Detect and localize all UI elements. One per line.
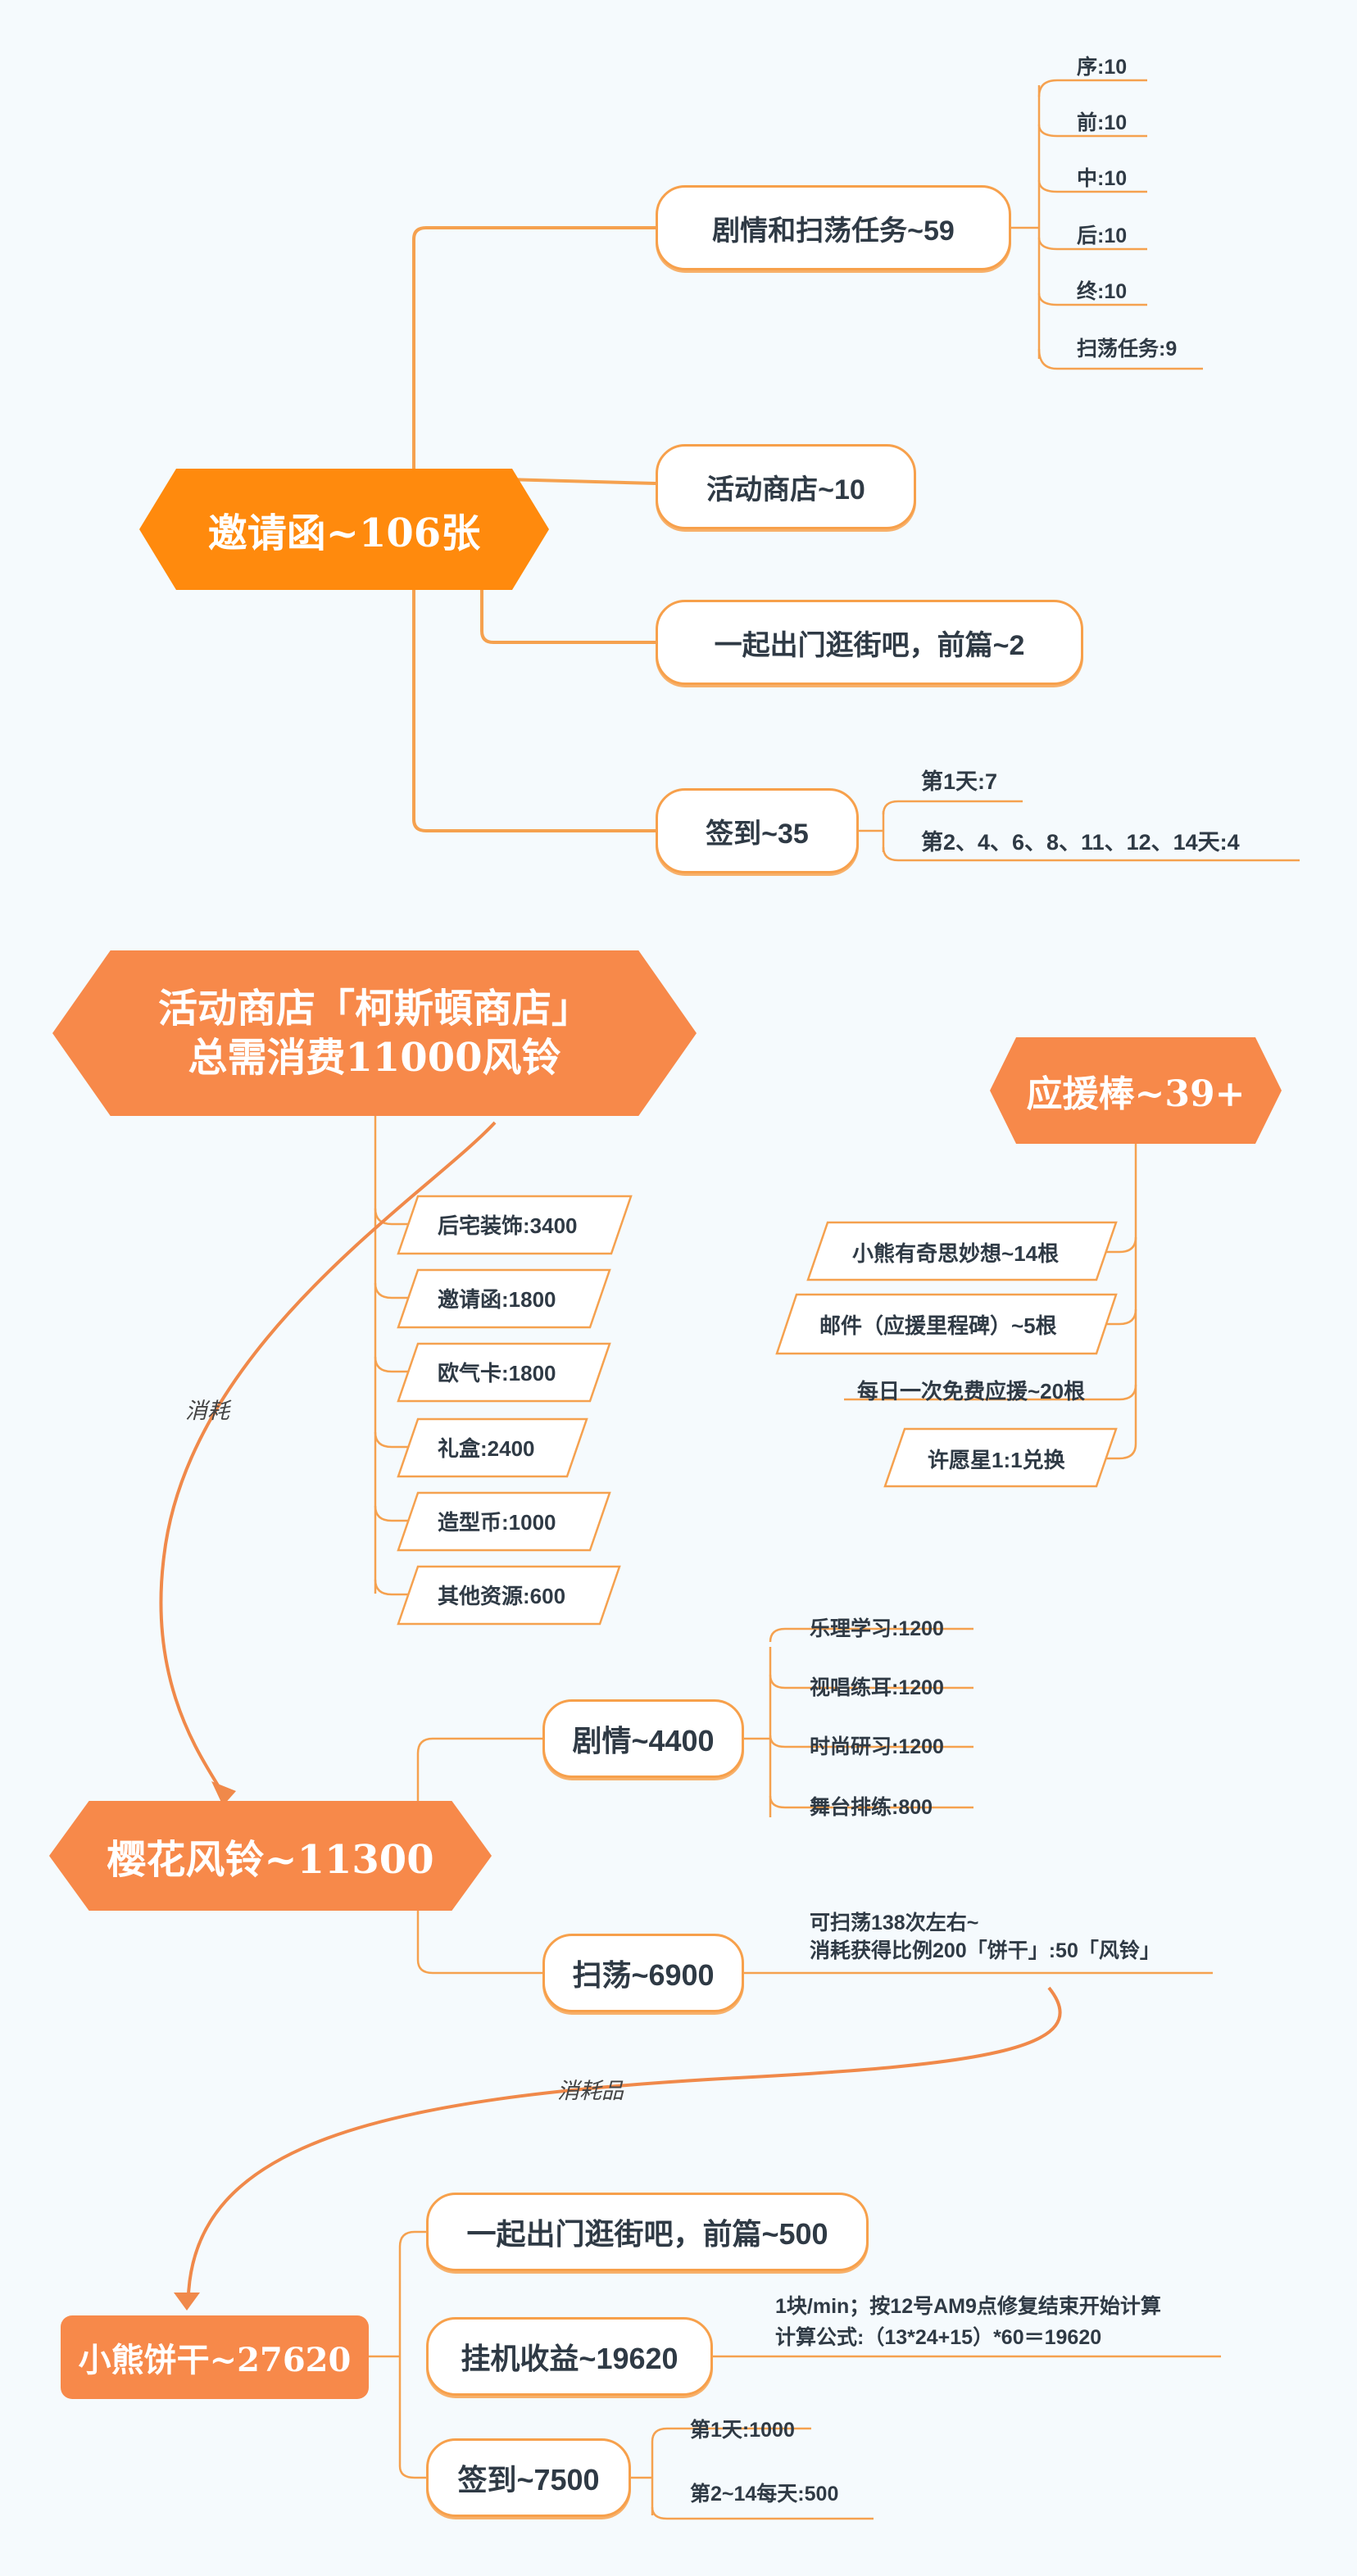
- bells-story-leaf: 时尚研习:1200: [810, 1735, 944, 1758]
- branch-signin[interactable]: 签到~35: [656, 788, 859, 873]
- idle-note-line2: 计算公式:（13*24+15）*60＝19620: [775, 2326, 1102, 2349]
- story-leaf: 终:10: [1077, 280, 1128, 303]
- shop-root-line1: 活动商店「柯斯頓商店」: [157, 986, 591, 1032]
- biscuits-signin-leaf: 第1天:1000: [690, 2419, 795, 2442]
- biscuits-idle-node[interactable]: 挂机收益~19620: [426, 2317, 713, 2396]
- signin-leaf: 第1天:7: [921, 769, 998, 794]
- story-leaf: 中:10: [1077, 167, 1128, 190]
- story-leaf: 序:10: [1077, 56, 1128, 79]
- sweep-note-line1: 可扫荡138次左右~: [810, 1912, 979, 1934]
- shop-item: 后宅装饰:3400: [438, 1213, 578, 1238]
- sweep-note: 可扫荡138次左右~ 消耗获得比例200「饼干」:50「风铃」: [810, 1909, 1160, 1965]
- bells-story-node[interactable]: 剧情~4400: [542, 1699, 744, 1778]
- story-leaf: 扫荡任务:9: [1077, 338, 1178, 361]
- invites-root-node[interactable]: 邀请函~106张: [139, 469, 549, 590]
- shop-item: 造型币:1000: [438, 1510, 556, 1535]
- idle-note: 1块/min；按12号AM9点修复结束开始计算 计算公式:（13*24+15）*…: [775, 2291, 1161, 2353]
- branch-story-sweep[interactable]: 剧情和扫荡任务~59: [656, 185, 1011, 270]
- cheer-item: 邮件（应援里程碑）~5根: [819, 1313, 1057, 1338]
- bells-root-node[interactable]: 樱花风铃~11300: [49, 1801, 492, 1911]
- shop-item: 其他资源:600: [438, 1584, 566, 1608]
- idle-note-line1: 1块/min；按12号AM9点修复结束开始计算: [775, 2295, 1161, 2318]
- cheer-item: 每日一次免费应援~20根: [857, 1379, 1086, 1404]
- branch-outing[interactable]: 一起出门逛街吧，前篇~2: [656, 600, 1083, 685]
- biscuits-signin-leaf: 第2~14每天:500: [690, 2483, 839, 2506]
- shop-item: 礼盒:2400: [438, 1436, 535, 1461]
- shop-root-node[interactable]: 活动商店「柯斯頓商店」 总需消费11000风铃: [52, 950, 697, 1116]
- story-leaf: 后:10: [1077, 224, 1128, 247]
- shop-root-line2: 总需消费11000风铃: [188, 1035, 561, 1081]
- biscuits-root-node[interactable]: 小熊饼干~27620: [61, 2315, 369, 2399]
- bells-story-leaf: 视唱练耳:1200: [810, 1676, 944, 1699]
- consume-arrow-label: 消耗: [185, 1399, 229, 1424]
- bells-sweep-node[interactable]: 扫荡~6900: [542, 1934, 744, 2012]
- biscuits-signin-node[interactable]: 签到~7500: [426, 2438, 631, 2517]
- shop-item: 欧气卡:1800: [438, 1361, 556, 1386]
- cheer-root-node[interactable]: 应援棒~39+: [990, 1037, 1282, 1144]
- bells-story-leaf: 乐理学习:1200: [810, 1617, 944, 1640]
- bells-story-leaf: 舞台排练:800: [810, 1796, 933, 1819]
- cheer-item: 小熊有奇思妙想~14根: [852, 1241, 1060, 1266]
- branch-event-shop[interactable]: 活动商店~10: [656, 444, 916, 529]
- consumable-arrow-label: 消耗品: [557, 2079, 624, 2104]
- signin-leaf: 第2、4、6、8、11、12、14天:4: [921, 830, 1240, 855]
- shop-item: 邀请函:1800: [438, 1287, 556, 1312]
- sweep-note-line2: 消耗获得比例200「饼干」:50「风铃」: [810, 1939, 1160, 1962]
- biscuits-outing-node[interactable]: 一起出门逛街吧，前篇~500: [426, 2193, 869, 2271]
- story-leaf: 前:10: [1077, 111, 1128, 134]
- cheer-item: 许愿星1:1兑换: [928, 1448, 1065, 1472]
